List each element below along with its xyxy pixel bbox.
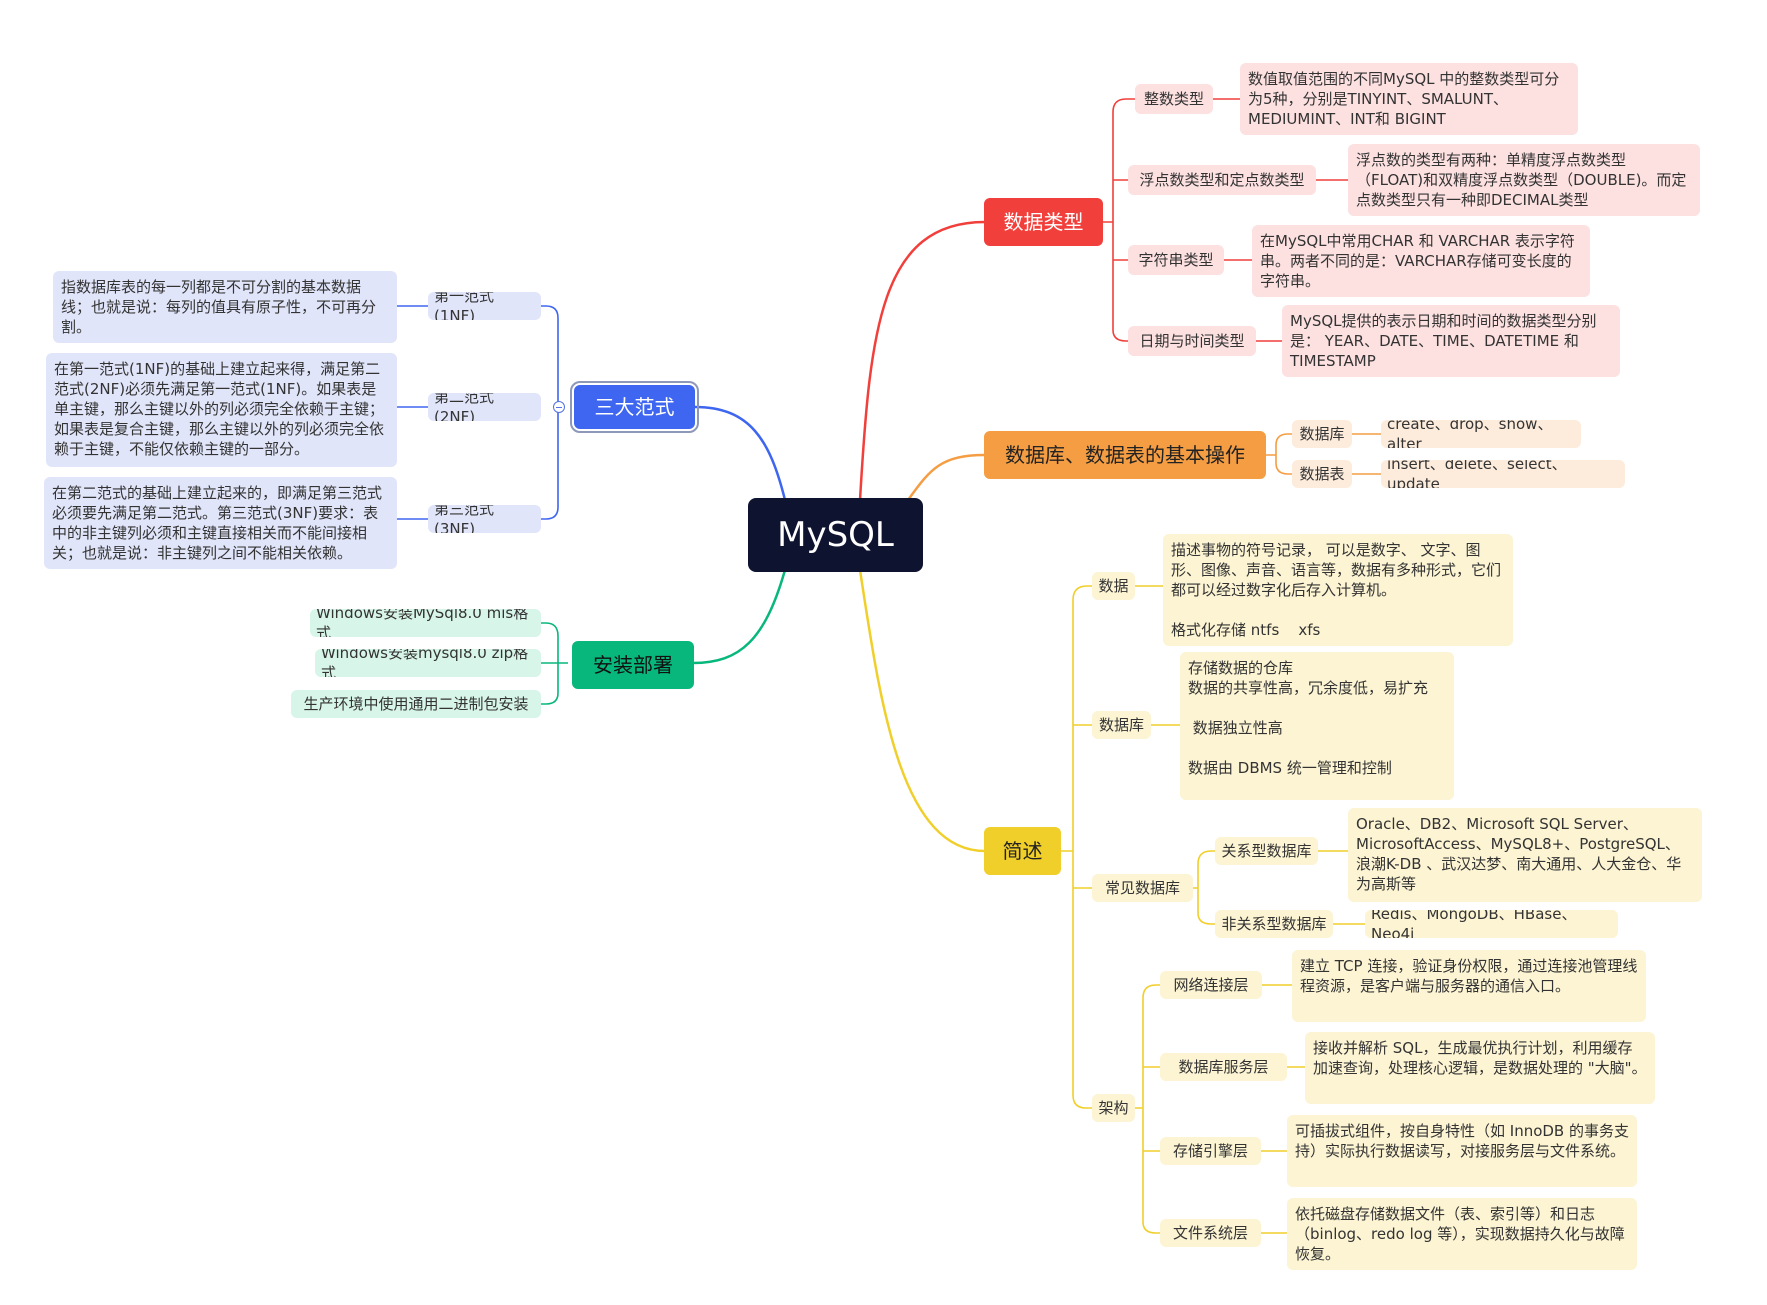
- note-integer-types[interactable]: 数值取值范围的不同MySQL 中的整数类型可分为5种，分别是TINYINT、SM…: [1240, 63, 1578, 135]
- note-2nf[interactable]: 在第一范式(1NF)的基础上建立起来得，满足第二范式(2NF)必须先满足第一范式…: [46, 353, 397, 467]
- note-1nf[interactable]: 指数据库表的每一列都是不可分割的基本数据线；也就是说：每列的值具有原子性，不可再…: [53, 271, 397, 343]
- subtopic-integer-types[interactable]: 整数类型: [1135, 84, 1213, 114]
- subtopic-database-ops[interactable]: 数据库: [1292, 420, 1352, 448]
- topic-basic-operations[interactable]: 数据库、数据表的基本操作: [984, 431, 1266, 479]
- note-string-types[interactable]: 在MySQL中常用CHAR 和 VARCHAR 表示字符串。两者不同的是：VAR…: [1252, 225, 1590, 297]
- subtopic-architecture[interactable]: 架构: [1092, 1094, 1135, 1122]
- subtopic-common-databases[interactable]: 常见数据库: [1092, 874, 1193, 902]
- topic-datatypes[interactable]: 数据类型: [984, 198, 1103, 246]
- subtopic-install-zip[interactable]: Windows安装mysql8.0 zip格式: [315, 649, 541, 677]
- note-filesystem-layer[interactable]: 依托磁盘存储数据文件（表、索引等）和日志（binlog、redo log 等），…: [1287, 1198, 1637, 1270]
- subtopic-string-types[interactable]: 字符串类型: [1128, 245, 1224, 275]
- topic-normal-forms[interactable]: 三大范式: [570, 381, 699, 433]
- note-database-ops[interactable]: create、drop、show、alter: [1381, 420, 1581, 448]
- subtopic-float-decimal-types[interactable]: 浮点数类型和定点数类型: [1128, 165, 1316, 195]
- note-storage-engine-layer[interactable]: 可插拔式组件，按自身特性（如 InnoDB 的事务支持）实际执行数据读写，对接服…: [1287, 1115, 1637, 1187]
- subtopic-network-layer[interactable]: 网络连接层: [1160, 971, 1262, 999]
- subtopic-relational-databases[interactable]: 关系型数据库: [1215, 837, 1318, 865]
- edge-root-install: [692, 569, 787, 665]
- subtopic-table-ops[interactable]: 数据表: [1292, 460, 1352, 488]
- note-datetime-types[interactable]: MySQL提供的表示日期和时间的数据类型分别是： YEAR、DATE、TIME、…: [1282, 305, 1620, 377]
- edge-root-datatypes: [858, 220, 986, 501]
- subtopic-1nf[interactable]: 第一范式(1NF): [428, 292, 541, 320]
- note-relational-databases[interactable]: Oracle、DB2、Microsoft SQL Server、Microsof…: [1348, 808, 1702, 902]
- subtopic-storage-engine-layer[interactable]: 存储引擎层: [1160, 1137, 1261, 1165]
- subtopic-install-msi[interactable]: Windows安装MySql8.0 mis格式: [310, 609, 541, 637]
- subtopic-3nf[interactable]: 第三范式(3NF): [428, 505, 541, 533]
- root-topic[interactable]: MySQL: [748, 498, 923, 572]
- subtopic-2nf[interactable]: 第二范式(2NF): [428, 393, 541, 421]
- edge-root-overview: [858, 569, 986, 853]
- note-network-layer[interactable]: 建立 TCP 连接，验证身份权限，通过连接池管理线程资源，是客户端与服务器的通信…: [1292, 950, 1646, 1022]
- subtopic-service-layer[interactable]: 数据库服务层: [1160, 1053, 1287, 1081]
- note-3nf[interactable]: 在第二范式的基础上建立起来的，即满足第三范式必须要先满足第二范式。第三范式(3N…: [44, 477, 397, 569]
- subtopic-data[interactable]: 数据: [1092, 572, 1135, 600]
- note-database[interactable]: 存储数据的仓库 数据的共享性高，冗余度低，易扩充 数据独立性高 数据由 DBMS…: [1180, 652, 1454, 800]
- subtopic-database[interactable]: 数据库: [1092, 711, 1151, 739]
- subtopic-nonrelational-databases[interactable]: 非关系型数据库: [1215, 910, 1333, 938]
- subtopic-filesystem-layer[interactable]: 文件系统层: [1160, 1219, 1261, 1247]
- topic-installation[interactable]: 安装部署: [572, 641, 694, 689]
- edge-root-ops: [906, 453, 986, 501]
- collapse-toggle-icon[interactable]: [553, 401, 565, 413]
- note-table-ops[interactable]: insert、delete、select、update: [1381, 460, 1625, 488]
- note-nonrelational-databases[interactable]: Redis、MongoDB、HBase、Neo4j: [1365, 910, 1618, 938]
- note-float-decimal-types[interactable]: 浮点数的类型有两种：单精度浮点数类型（FLOAT)和双精度浮点数类型（DOUBL…: [1348, 144, 1700, 216]
- subtopic-datetime-types[interactable]: 日期与时间类型: [1128, 326, 1256, 356]
- topic-overview[interactable]: 简述: [984, 827, 1061, 875]
- note-service-layer[interactable]: 接收并解析 SQL，生成最优执行计划，利用缓存加速查询，处理核心逻辑，是数据处理…: [1305, 1032, 1655, 1104]
- edge-root-nf: [694, 405, 787, 501]
- subtopic-install-binary[interactable]: 生产环境中使用通用二进制包安装: [291, 690, 541, 718]
- note-data[interactable]: 描述事物的符号记录， 可以是数字、 文字、图形、图像、声音、语言等，数据有多种形…: [1163, 534, 1513, 646]
